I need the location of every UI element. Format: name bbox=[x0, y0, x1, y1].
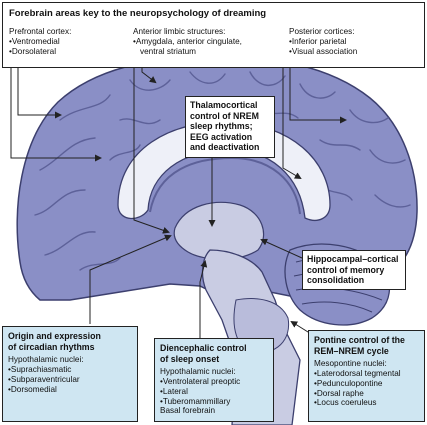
hippocampal-line: Hippocampal–cortical bbox=[307, 254, 399, 264]
pointer-visual-association bbox=[282, 54, 302, 180]
forebrain-key-title: Forebrain areas key to the neuropsycholo… bbox=[9, 8, 267, 19]
pointer-circadian bbox=[89, 234, 172, 324]
circadian-subheading: Hypothalamic nuclei: bbox=[8, 355, 84, 364]
prefrontal-item: Dorsolateral bbox=[9, 47, 71, 57]
limbic-item-continued: ventral striatum bbox=[140, 47, 196, 56]
circadian-item: Dorsomedial bbox=[8, 385, 132, 395]
thalamocortical-line: and deactivation bbox=[190, 142, 260, 152]
pontine-item: Laterodorsal tegmental bbox=[314, 369, 419, 379]
posterior-item: Visual association bbox=[289, 47, 357, 57]
diencephalic-extra: Basal forebrain bbox=[160, 406, 216, 416]
pontine-item: Pedunculopontine bbox=[314, 379, 419, 389]
diencephalic-item: Tuberomammillary bbox=[160, 397, 268, 407]
hippocampal-line: control of memory bbox=[307, 264, 385, 275]
circadian-item: Suprachiasmatic bbox=[8, 365, 132, 375]
diencephalic-item: Lateral bbox=[160, 387, 268, 397]
hippocampal-line: consolidation bbox=[307, 275, 365, 285]
pontine-item: Locus coeruleus bbox=[314, 398, 419, 408]
pontine-subheading: Mesopontine nuclei: bbox=[314, 359, 387, 368]
thalamocortical-line: Thalamocortical bbox=[190, 100, 258, 110]
thalamocortical-line: control of NREM bbox=[190, 110, 259, 121]
fornix bbox=[149, 156, 301, 215]
thalamocortical-line: EEG activation bbox=[190, 131, 253, 142]
pointer-diencephalic bbox=[199, 260, 208, 342]
posterior-heading: Posterior cortices: bbox=[289, 27, 355, 36]
prefrontal-heading: Prefrontal cortex: bbox=[9, 27, 72, 36]
pointer-inferior-parietal bbox=[289, 44, 347, 124]
thalamocortical-line: sleep rhythms; bbox=[190, 121, 253, 131]
prefrontal-column: Prefrontal cortex: Ventromedial Dorsolat… bbox=[9, 27, 71, 57]
diencephalic-subheading: Hypothalamic nuclei: bbox=[160, 367, 236, 376]
limbic-item: Amygdala, anterior cingulate, bbox=[133, 37, 242, 47]
hippocampal-label: Hippocampal–cortical control of memory c… bbox=[302, 250, 406, 290]
diencephalic-item: Ventrolateral preoptic bbox=[160, 377, 268, 387]
prefrontal-item: Ventromedial bbox=[9, 37, 71, 47]
forebrain-key-panel: Forebrain areas key to the neuropsycholo… bbox=[2, 2, 425, 68]
posterior-column: Posterior cortices: Inferior parietal Vi… bbox=[289, 27, 357, 57]
circadian-item: Subparaventricular bbox=[8, 375, 132, 385]
pointer-hippocampal bbox=[260, 238, 303, 259]
pointer-dorsolateral bbox=[17, 54, 62, 119]
cortical-gyri bbox=[34, 71, 411, 271]
thalamocortical-label: Thalamocortical control of NREM sleep rh… bbox=[185, 96, 275, 158]
pointer-ventromedial bbox=[10, 44, 102, 162]
pointer-lines bbox=[10, 44, 347, 353]
limbic-column: Anterior limbic structures: Amygdala, an… bbox=[133, 27, 242, 57]
limbic-heading: Anterior limbic structures: bbox=[133, 27, 226, 36]
pointer-amygdala bbox=[133, 44, 170, 234]
pontine-item: Dorsal raphe bbox=[314, 389, 419, 399]
posterior-item: Inferior parietal bbox=[289, 37, 357, 47]
